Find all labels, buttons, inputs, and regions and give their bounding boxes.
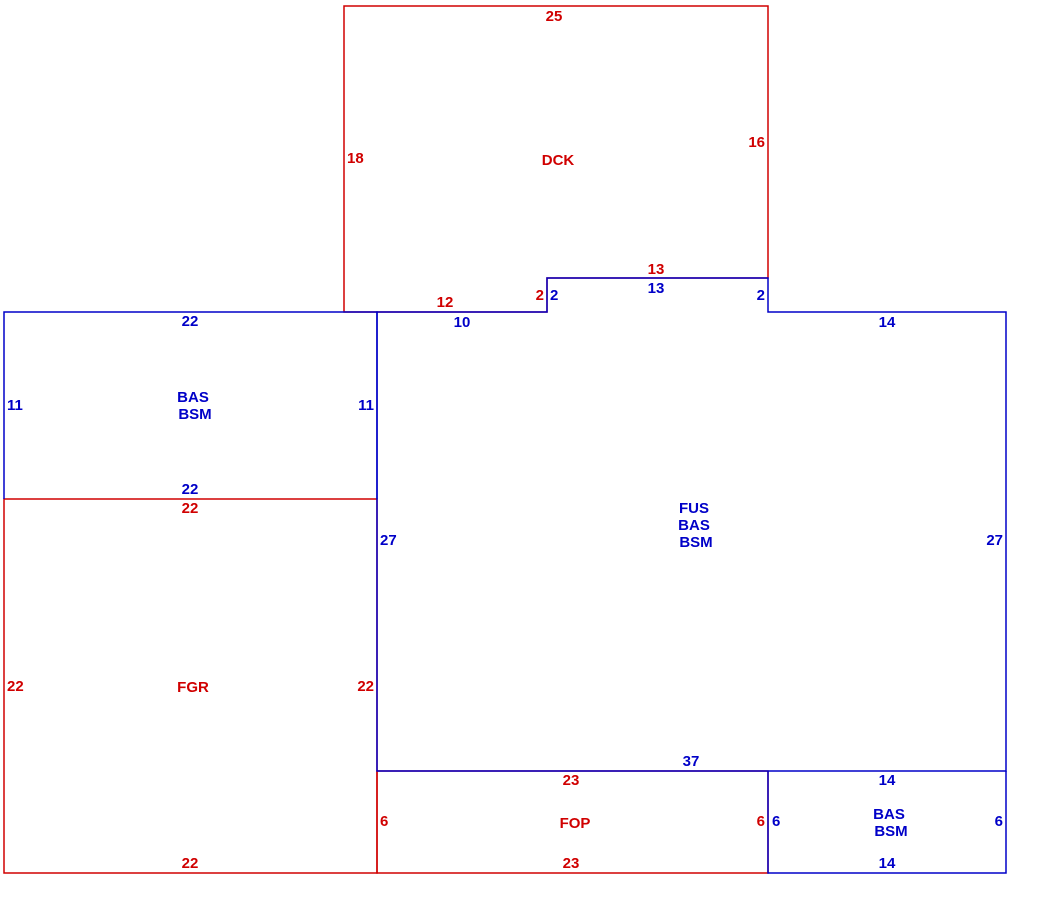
bas-left-dim-top: 22: [182, 313, 199, 330]
bas-right-dim-bottom: 14: [879, 855, 896, 872]
bas-left-dim-right: 11: [358, 397, 374, 414]
main-dim-bottom: 37: [683, 753, 700, 770]
main-label-1: FUS: [679, 500, 709, 517]
bas-right-label-1: BAS: [873, 806, 905, 823]
dck-dim-step: 2: [536, 287, 544, 304]
dck-dim-left: 18: [347, 150, 364, 167]
dck-dim-right: 16: [748, 134, 765, 151]
main-outline: [376, 277, 1007, 772]
bas-left-dim-left: 11: [7, 397, 23, 414]
fop-dim-right: 6: [757, 813, 765, 830]
main-dim-top-mid: 13: [648, 280, 665, 297]
bas-right-label-2: BSM: [874, 823, 907, 840]
main-dim-step-left: 2: [550, 287, 558, 304]
main-dim-step-right: 2: [757, 287, 765, 304]
bas-right-dim-left: 6: [772, 813, 780, 830]
dck-label: DCK: [542, 152, 575, 169]
fop-dim-top: 23: [563, 772, 580, 789]
fgr-dim-left: 22: [7, 678, 24, 695]
main-dim-left: 27: [380, 532, 397, 549]
bas-left-label-1: BAS: [177, 389, 209, 406]
dck-dim-top: 25: [546, 8, 563, 25]
fop-label: FOP: [560, 815, 591, 832]
bas-right-outline: [767, 771, 1007, 874]
fgr-dim-bottom: 22: [182, 855, 199, 872]
main-dim-top-right: 14: [879, 314, 896, 331]
dck-dim-bottom-mid: 13: [648, 261, 665, 278]
fop-dim-left: 6: [380, 813, 388, 830]
main-dim-top-left: 10: [454, 314, 471, 331]
main-label-2: BAS: [678, 517, 710, 534]
bas-right-dim-top: 14: [879, 772, 896, 789]
fgr-dim-right: 22: [357, 678, 374, 695]
bas-left-label-2: BSM: [178, 406, 211, 423]
fgr-dim-top: 22: [182, 500, 199, 517]
fop-dim-bottom: 23: [563, 855, 580, 872]
fgr-label: FGR: [177, 679, 209, 696]
main-dim-right: 27: [986, 532, 1003, 549]
main-label-3: BSM: [679, 534, 712, 551]
dck-dim-bottom-left: 12: [437, 294, 454, 311]
bas-left-dim-bottom: 22: [182, 481, 199, 498]
bas-right-dim-right: 6: [995, 813, 1003, 830]
